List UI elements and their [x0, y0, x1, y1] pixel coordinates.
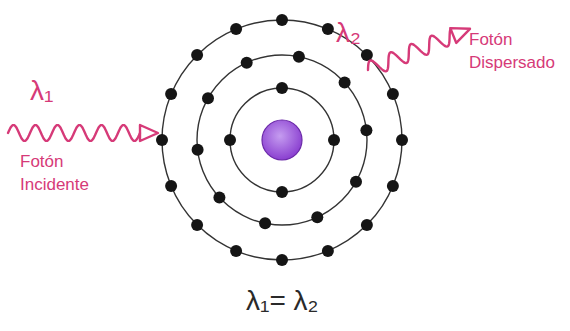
incident-photon — [8, 125, 158, 141]
electron — [230, 245, 242, 257]
equation-label: λ₁= λ₂ — [246, 282, 318, 320]
electron — [230, 23, 242, 35]
electron — [191, 49, 203, 61]
electron — [387, 180, 399, 192]
nucleus — [262, 120, 302, 160]
electron — [156, 134, 168, 146]
electron — [361, 219, 373, 231]
electron — [311, 211, 323, 223]
electron — [241, 57, 253, 69]
electron — [328, 134, 340, 146]
electron — [360, 124, 372, 136]
electron — [350, 176, 362, 188]
wavelength-label: λ₁ — [30, 72, 53, 110]
wavelength-label: λ₂ — [336, 14, 361, 52]
electron — [276, 186, 288, 198]
electron — [339, 77, 351, 89]
electron — [165, 180, 177, 192]
scattered-photon — [365, 21, 473, 77]
electron — [293, 51, 305, 63]
electron — [276, 14, 288, 26]
electron — [213, 192, 225, 204]
electron — [276, 254, 288, 266]
photon-label: Fotón Incidente — [20, 150, 130, 196]
electron — [224, 134, 236, 146]
electron — [396, 134, 408, 146]
electrons — [156, 14, 408, 266]
electron — [165, 88, 177, 100]
electron — [259, 217, 271, 229]
electron — [387, 88, 399, 100]
orbits — [162, 20, 402, 260]
electron — [322, 23, 334, 35]
electron — [322, 245, 334, 257]
electron — [276, 82, 288, 94]
electron — [191, 219, 203, 231]
electron — [192, 144, 204, 156]
photon-label: Fotón Dispersado — [469, 28, 565, 74]
electron — [202, 92, 214, 104]
